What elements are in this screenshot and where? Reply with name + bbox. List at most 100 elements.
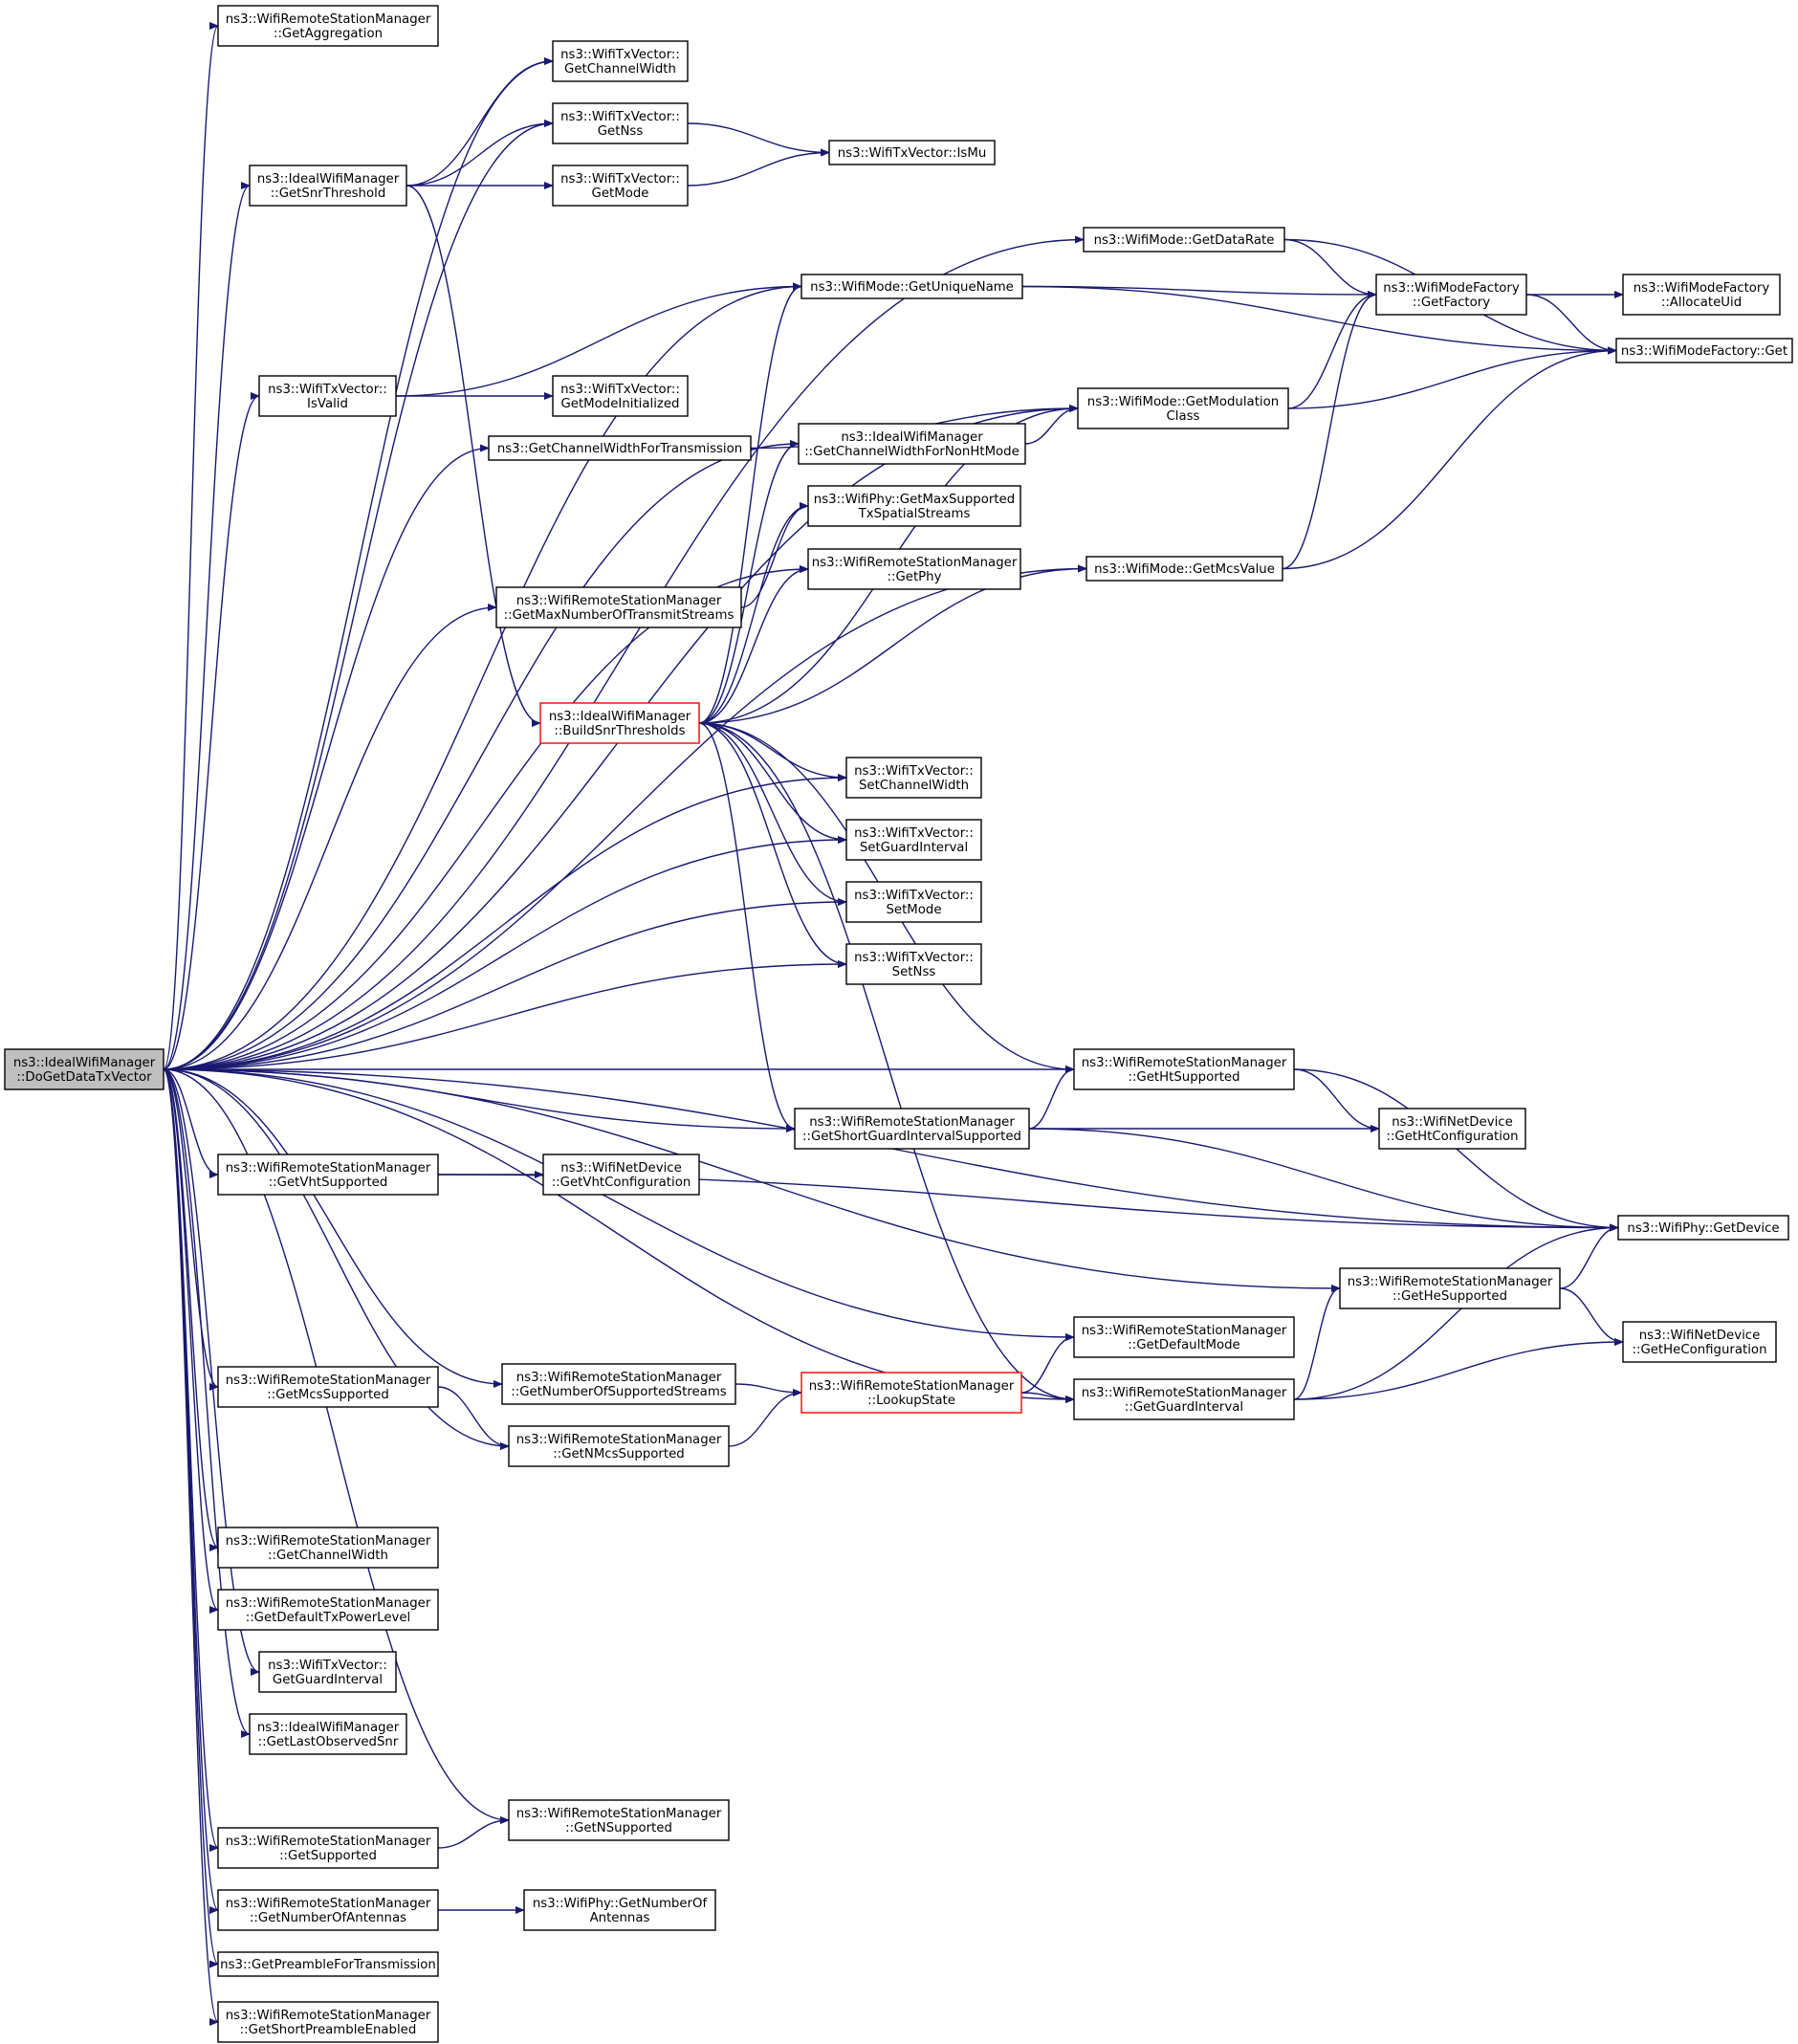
node-label: ns3::WifiRemoteStationManager (1348, 1275, 1553, 1289)
call-edges (163, 22, 1624, 2026)
node-get-max-supported-tx-ss[interactable]: ns3::WifiPhy::GetMaxSupportedTxSpatialSt… (807, 485, 1021, 527)
node-get-channel-width-rsm[interactable]: ns3::WifiRemoteStationManager::GetChanne… (217, 1527, 439, 1569)
node-get-max-num-tx-streams[interactable]: ns3::WifiRemoteStationManager::GetMaxNum… (495, 586, 742, 628)
node-box (800, 274, 1023, 299)
edge-get-num-supported-streams-to-lookup-state (735, 1383, 802, 1396)
node-set-nss[interactable]: ns3::WifiTxVector::SetNss (845, 943, 982, 985)
node-box (552, 165, 689, 207)
node-label: ::GetDefaultMode (1128, 1338, 1239, 1352)
node-label: ::BuildSnrThresholds (554, 724, 685, 738)
node-label: GetNss (598, 124, 644, 139)
node-get-num-antennas-phy[interactable]: ns3::WifiPhy::GetNumberOfAntennas (523, 1889, 716, 1931)
node-label: ::GetVhtSupported (269, 1176, 388, 1190)
node-box (807, 485, 1021, 527)
node-label: ns3::IdealWifiManager (257, 172, 400, 187)
node-label: ::GetNMcsSupported (553, 1447, 685, 1462)
node-get-factory[interactable]: ns3::WifiModeFactory::GetFactory (1375, 274, 1527, 316)
node-label: ns3::IdealWifiManager (549, 710, 691, 724)
node-box (217, 1889, 439, 1931)
node-lookup-state[interactable]: ns3::WifiRemoteStationManager::LookupSta… (800, 1372, 1022, 1414)
node-get-short-gi-supported[interactable]: ns3::WifiRemoteStationManager::GetShortG… (794, 1108, 1030, 1150)
node-build-snr-thresholds[interactable]: ns3::IdealWifiManager::BuildSnrThreshold… (539, 702, 700, 744)
node-label: ns3::WifiRemoteStationManager (226, 1835, 431, 1849)
node-root[interactable]: ns3::IdealWifiManager::DoGetDataTxVector (4, 1048, 164, 1090)
node-get-num-supported-streams[interactable]: ns3::WifiRemoteStationManager::GetNumber… (501, 1363, 736, 1405)
node-label: ns3::WifiMode::GetModulation (1087, 395, 1279, 409)
edge-get-guard-interval-rsm-to-get-device (1293, 1223, 1619, 1400)
node-box (249, 165, 407, 207)
node-get-mode-initialized[interactable]: ns3::WifiTxVector::GetModeInitialized (552, 375, 689, 417)
node-get-default-mode[interactable]: ns3::WifiRemoteStationManager::GetDefaul… (1073, 1316, 1295, 1358)
edge-root-to-get-aggregation (163, 22, 219, 1070)
edge-root-to-get-guard-interval-tx (163, 1068, 260, 1676)
node-label: ns3::WifiTxVector:: (854, 826, 974, 841)
node-get-nsupported[interactable]: ns3::WifiRemoteStationManager::GetNSuppo… (508, 1799, 730, 1841)
node-get-data-rate[interactable]: ns3::WifiMode::GetDataRate (1083, 227, 1285, 253)
node-label: ::GetChannelWidthForNonHtMode (804, 445, 1020, 459)
node-label: TxSpatialStreams (858, 507, 971, 521)
node-label: ::GetNSupported (565, 1821, 672, 1835)
node-box (1073, 1316, 1295, 1358)
node-get-aggregation[interactable]: ns3::WifiRemoteStationManager::GetAggreg… (217, 5, 439, 47)
node-label: ns3::WifiTxVector:: (854, 951, 974, 965)
node-get-mcs-value[interactable]: ns3::WifiMode::GetMcsValue (1085, 556, 1283, 582)
node-label: ::GetPhy (888, 570, 942, 584)
node-set-mode[interactable]: ns3::WifiTxVector::SetMode (845, 881, 982, 923)
node-label: ns3::WifiRemoteStationManager (226, 1161, 431, 1176)
node-get-he-configuration[interactable]: ns3::WifiNetDevice::GetHeConfiguration (1622, 1321, 1777, 1363)
node-label: ns3::WifiTxVector:: (268, 1659, 387, 1673)
node-get-device[interactable]: ns3::WifiPhy::GetDevice (1617, 1215, 1789, 1241)
node-box (1073, 1378, 1295, 1420)
node-get-he-supported[interactable]: ns3::WifiRemoteStationManager::GetHeSupp… (1339, 1267, 1561, 1309)
node-box (217, 1154, 439, 1196)
node-label: ns3::WifiTxVector:: (560, 110, 680, 124)
node-box (488, 435, 752, 461)
node-label: ns3::WifiRemoteStationManager (516, 1433, 722, 1447)
edge-get-data-rate-to-get-factory (1283, 238, 1377, 298)
node-get-cw-for-non-ht-mode[interactable]: ns3::IdealWifiManager::GetChannelWidthFo… (798, 423, 1026, 465)
node-get-vht-configuration[interactable]: ns3::WifiNetDevice::GetVhtConfiguration (542, 1154, 700, 1196)
node-box (552, 375, 689, 417)
node-get-last-observed-snr[interactable]: ns3::IdealWifiManager::GetLastObservedSn… (249, 1713, 407, 1755)
node-set-channel-width[interactable]: ns3::WifiTxVector::SetChannelWidth (845, 757, 982, 799)
node-get-cw-for-transmission[interactable]: ns3::GetChannelWidthForTransmission (488, 435, 752, 461)
node-get-mcs-supported[interactable]: ns3::WifiRemoteStationManager::GetMcsSup… (217, 1366, 439, 1408)
node-get-channel-width-tx[interactable]: ns3::WifiTxVector::GetChannelWidth (552, 40, 689, 82)
edge-root-to-get-num-supported-streams (163, 1068, 503, 1388)
node-get-vht-supported[interactable]: ns3::WifiRemoteStationManager::GetVhtSup… (217, 1154, 439, 1196)
node-get-phy[interactable]: ns3::WifiRemoteStationManager::GetPhy (807, 548, 1021, 590)
node-allocate-uid[interactable]: ns3::WifiModeFactory::AllocateUid (1622, 274, 1781, 316)
edge-root-to-get-cw-for-transmission (163, 444, 490, 1070)
node-box (495, 586, 742, 628)
node-get-mode-tx[interactable]: ns3::WifiTxVector::GetMode (552, 165, 689, 207)
node-box (798, 423, 1026, 465)
edge-get-ht-supported-to-get-ht-configuration (1293, 1068, 1380, 1132)
node-label: ::GetDefaultTxPowerLevel (246, 1611, 411, 1625)
node-label: ::GetLastObservedSnr (258, 1735, 399, 1749)
node-get-guard-interval-rsm[interactable]: ns3::WifiRemoteStationManager::GetGuardI… (1073, 1378, 1295, 1420)
node-get-default-tx-power-level[interactable]: ns3::WifiRemoteStationManager::GetDefaul… (217, 1589, 439, 1631)
node-get-preamble[interactable]: ns3::GetPreambleForTransmission (217, 1951, 439, 1977)
node-get-supported[interactable]: ns3::WifiRemoteStationManager::GetSuppor… (217, 1827, 439, 1869)
node-set-guard-interval[interactable]: ns3::WifiTxVector::SetGuardInterval (845, 819, 982, 861)
node-box (1073, 1048, 1295, 1090)
edge-get-max-num-tx-streams-to-get-max-supported-tx-ss (740, 502, 809, 608)
node-get-guard-interval-tx[interactable]: ns3::WifiTxVector::GetGuardInterval (258, 1651, 397, 1693)
node-label: SetMode (886, 903, 941, 917)
node-get-short-preamble-enabled[interactable]: ns3::WifiRemoteStationManager::GetShortP… (217, 2001, 439, 2043)
node-get-ht-configuration[interactable]: ns3::WifiNetDevice::GetHtConfiguration (1378, 1108, 1526, 1150)
node-factory-get[interactable]: ns3::WifiModeFactory::Get (1615, 338, 1793, 363)
node-get-num-antennas-rsm[interactable]: ns3::WifiRemoteStationManager::GetNumber… (217, 1889, 439, 1931)
node-box (217, 1366, 439, 1408)
node-get-unique-name[interactable]: ns3::WifiMode::GetUniqueName (800, 274, 1023, 299)
node-box (508, 1799, 730, 1841)
node-box (845, 757, 982, 799)
node-get-nmcs-supported[interactable]: ns3::WifiRemoteStationManager::GetNMcsSu… (508, 1425, 730, 1467)
node-box (845, 943, 982, 985)
node-get-ht-supported[interactable]: ns3::WifiRemoteStationManager::GetHtSupp… (1073, 1048, 1295, 1090)
node-get-nss-tx[interactable]: ns3::WifiTxVector::GetNss (552, 102, 689, 144)
node-get-snr-threshold[interactable]: ns3::IdealWifiManager::GetSnrThreshold (249, 165, 407, 207)
node-is-mu[interactable]: ns3::WifiTxVector::IsMu (828, 140, 996, 165)
node-is-valid[interactable]: ns3::WifiTxVector::IsValid (258, 375, 397, 417)
